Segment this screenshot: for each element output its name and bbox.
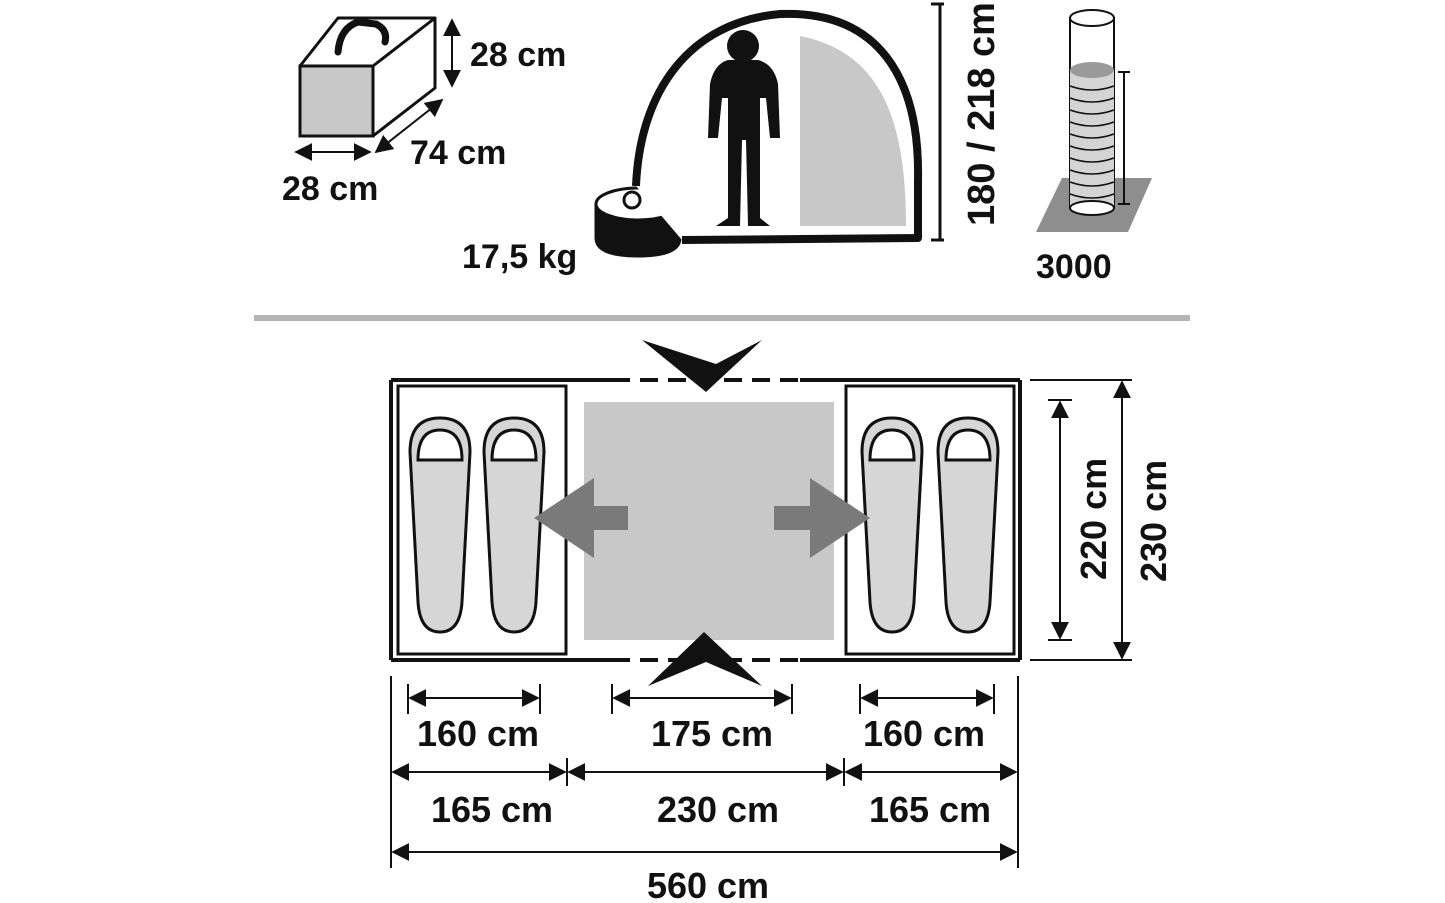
weight-label: 17,5 kg xyxy=(462,238,577,276)
living-area-width-label: 175 cm xyxy=(651,713,773,754)
left-cabin-width-label: 160 cm xyxy=(417,713,539,754)
left-outer-width-label: 165 cm xyxy=(431,789,553,830)
outer-depth-label: 230 cm xyxy=(1133,460,1174,582)
right-cabin-arrow-icon xyxy=(774,478,870,558)
sleeping-bag-icon xyxy=(860,416,924,634)
water-column-label: 3000 xyxy=(1036,248,1112,286)
rear-entrance-arrow-icon xyxy=(648,632,762,686)
right-cabin-width-label: 160 cm xyxy=(863,713,985,754)
front-entrance-arrow-icon xyxy=(642,340,762,392)
right-outer-width-label: 165 cm xyxy=(869,789,991,830)
pack-length-label: 74 cm xyxy=(410,134,506,172)
pack-height-label: 28 cm xyxy=(470,36,566,74)
pack-bag-icon xyxy=(298,16,437,138)
depth-dimension-lines xyxy=(1030,379,1132,661)
sleeping-bag-icon xyxy=(936,416,1000,634)
total-length-label: 560 cm xyxy=(647,865,769,903)
center-outer-width-label: 230 cm xyxy=(657,789,779,830)
person-silhouette-icon xyxy=(708,30,780,226)
sleeping-bag-icon xyxy=(482,416,546,634)
inner-width-dimension-lines xyxy=(407,684,995,714)
outer-width-dimension-lines xyxy=(390,676,1019,868)
pack-dimension-lines xyxy=(294,18,461,161)
tent-height-dimension xyxy=(931,2,944,242)
left-cabin-arrow-icon xyxy=(534,478,628,558)
tent-height-label: 180 / 218 cm xyxy=(961,2,1003,226)
sleeping-bag-icon xyxy=(408,416,472,634)
sleeping-bags xyxy=(408,416,1000,634)
floorplan xyxy=(389,378,1022,662)
pack-width-label: 28 cm xyxy=(282,170,378,208)
inner-depth-label: 220 cm xyxy=(1073,458,1114,580)
water-column-icon xyxy=(1036,9,1152,232)
